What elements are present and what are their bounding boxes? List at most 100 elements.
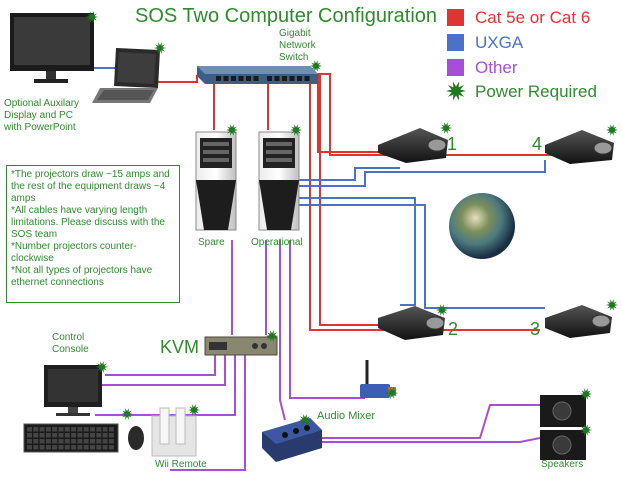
aux-display-label: Optional Auxilary Display and PC with Po… [4, 98, 80, 133]
keyboard-key [108, 427, 114, 432]
keyboard-key [108, 439, 114, 444]
power-required-markers [86, 11, 618, 436]
switch-port [282, 76, 287, 81]
keyboard-key [77, 427, 83, 432]
power-star-icon [154, 42, 166, 54]
projector-1 [378, 128, 448, 163]
keyboard-key [102, 427, 108, 432]
keyboard-key [83, 445, 89, 450]
audio-mixer [262, 418, 322, 462]
wii-remote [151, 407, 197, 457]
keyboard-key [83, 433, 89, 438]
keyboard-key [27, 427, 32, 432]
keyboard-key [58, 433, 64, 438]
keyboard-key [58, 439, 64, 444]
keyboard-key [64, 445, 70, 450]
note-4: *Not all types of projectors have ethern… [11, 265, 153, 288]
speaker-top [540, 395, 586, 427]
legend-label-power: Power Required [475, 82, 597, 101]
projector-number-4: 4 [532, 134, 543, 154]
keyboard-key [71, 427, 77, 432]
note-2: *All cables have varying length limitati… [11, 205, 165, 240]
switch-port [297, 76, 302, 81]
keyboard-key [90, 433, 95, 438]
power-star-icon [580, 388, 592, 400]
projector-number-1: 1 [447, 134, 458, 154]
diagram-title: SOS Two Computer Configuration [135, 5, 438, 27]
keyboard-key [64, 433, 70, 438]
keyboard-key [58, 427, 64, 432]
legend-label-ethernet: Cat 5e or Cat 6 [475, 8, 591, 27]
network-switch [197, 66, 318, 84]
keyboard-key [90, 439, 95, 444]
globe-icon [449, 193, 515, 259]
keyboard-key [52, 445, 58, 450]
spare-computer [195, 131, 237, 231]
keyboard-key [27, 445, 32, 450]
keyboard-key [33, 427, 39, 432]
switch-port [289, 76, 295, 81]
legend-label-other: Other [475, 58, 518, 77]
keyboard-key [102, 439, 108, 444]
power-star-icon [386, 387, 398, 399]
notes-box: *The projectors draw ~15 amps and the re… [6, 165, 180, 303]
keyboard-key [77, 439, 83, 444]
keyboard-key [108, 445, 114, 450]
operational-computer [258, 131, 300, 231]
keyboard-key [39, 433, 45, 438]
keyboard-key [83, 427, 89, 432]
keyboard-key [45, 433, 51, 438]
keyboard-key [71, 445, 77, 450]
operational-label: Operational [251, 237, 303, 248]
power-star-icon [266, 330, 278, 342]
keyboard-key [39, 445, 45, 450]
switch-port [304, 76, 310, 81]
switch-port [216, 76, 221, 81]
keyboard-key [33, 439, 39, 444]
speakers-label: Speakers [541, 459, 584, 470]
keyboard-key [71, 439, 77, 444]
keyboard-key [64, 439, 70, 444]
power-star-icon [299, 414, 311, 426]
power-star-icon [580, 424, 592, 436]
projector-4 [545, 130, 614, 164]
power-star-icon [226, 124, 238, 136]
switch-label: Gigabit Network Switch [279, 28, 316, 63]
keyboard-key [96, 445, 102, 450]
keyboard-key [64, 427, 70, 432]
power-star-icon [290, 124, 302, 136]
switch-port [231, 76, 236, 81]
keyboard-key [90, 427, 95, 432]
keyboard-key [108, 433, 114, 438]
keyboard-key [39, 427, 45, 432]
power-star-icon [310, 60, 322, 72]
keyboard-key [52, 433, 58, 438]
keyboard-key [58, 445, 64, 450]
keyboard-key [102, 445, 108, 450]
keyboard-key [96, 433, 102, 438]
power-star-icon [446, 81, 466, 101]
note-3: *Number projectors counter-clockwise [11, 241, 137, 264]
mouse [128, 426, 144, 450]
audio-mixer-label: Audio Mixer [317, 410, 376, 422]
keyboard-key [27, 439, 32, 444]
power-star-icon [188, 404, 200, 416]
projector-number-3: 3 [530, 319, 541, 339]
switch-port [253, 76, 259, 81]
keyboard-key [102, 433, 108, 438]
power-star-icon [440, 122, 452, 134]
keyboard-key [90, 445, 95, 450]
projector-3 [545, 305, 612, 338]
cables-uxga [90, 67, 546, 309]
speaker-bottom [540, 430, 586, 460]
aux-laptop [92, 48, 160, 103]
switch-port [267, 76, 272, 81]
green-starburst-icon [446, 81, 466, 101]
power-star-icon [96, 361, 108, 373]
switch-port [238, 76, 244, 81]
keyboard-key [39, 439, 45, 444]
kvm-label: KVM [160, 337, 200, 357]
switch-port [274, 76, 280, 81]
switch-port [223, 76, 229, 81]
